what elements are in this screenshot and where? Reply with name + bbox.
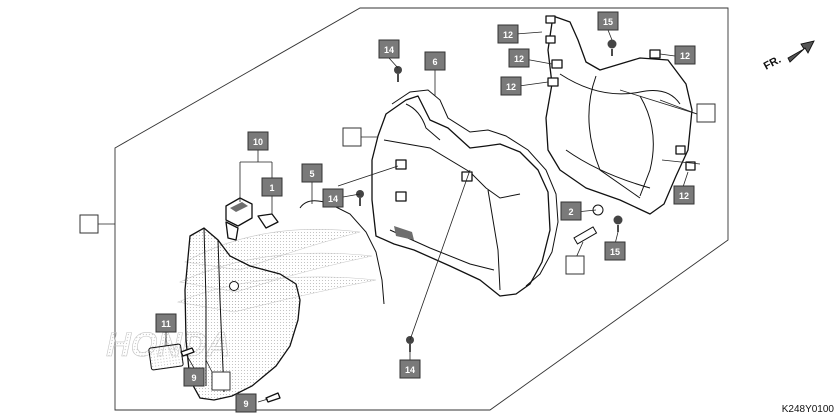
callout-empty-box: [342, 127, 362, 147]
svg-text:12: 12: [679, 191, 689, 201]
callout-6: 6: [424, 51, 446, 71]
svg-text:10: 10: [253, 137, 263, 147]
figure-code: K248Y0100: [782, 404, 835, 415]
screw-14-bottom: [406, 336, 414, 352]
svg-text:15: 15: [603, 17, 613, 27]
callout-14-top: 14: [378, 39, 400, 59]
svg-text:12: 12: [680, 51, 690, 61]
svg-text:12: 12: [503, 30, 513, 40]
screw-15-top: [607, 39, 617, 56]
svg-text:9: 9: [243, 399, 248, 409]
pin-9a: [180, 347, 195, 357]
svg-text:12: 12: [506, 82, 516, 92]
key-cylinder: [225, 197, 279, 241]
emblem: [148, 343, 184, 371]
callout-12-b: 12: [508, 48, 530, 68]
svg-text:14: 14: [405, 365, 415, 375]
box-seal-strip: [391, 89, 559, 287]
arrow-icon: [787, 40, 815, 63]
lid-seal-strip: [299, 200, 385, 305]
callout-9-b: 9: [235, 393, 257, 413]
callout-1: 1: [261, 177, 283, 197]
svg-text:14: 14: [328, 194, 338, 204]
callout-12-d: 12: [500, 76, 522, 96]
svg-text:9: 9: [191, 373, 196, 383]
callout-15-top: 15: [597, 11, 619, 31]
svg-text:15: 15: [610, 247, 620, 257]
direction-label: FR.: [762, 54, 783, 73]
callout-11: 11: [155, 313, 177, 333]
front-lid-panel: [184, 227, 301, 401]
pin-9b: [265, 392, 281, 403]
callout-2: 2: [560, 201, 582, 221]
inner-box-panel: [545, 15, 696, 215]
callout-14-bottom: 14: [399, 359, 421, 379]
front-direction-arrow: FR.: [762, 40, 815, 73]
svg-text:1: 1: [269, 183, 274, 193]
assembly-frame: [114, 7, 729, 411]
callout-empty-inner-panel: [696, 103, 716, 123]
callout-12-a: 12: [497, 24, 519, 44]
callout-12-c: 12: [674, 45, 696, 65]
callout-empty-lid: [211, 371, 231, 391]
callout-empty-main-left: [79, 214, 99, 234]
callout-empty-bolt: [565, 255, 585, 275]
lock-hole: [229, 281, 239, 291]
screw-14-mid: [356, 190, 364, 206]
svg-text:6: 6: [432, 57, 437, 67]
svg-text:11: 11: [161, 319, 171, 329]
svg-text:14: 14: [384, 45, 394, 55]
callout-12-e: 12: [673, 185, 695, 205]
screw-15-bottom: [613, 215, 623, 232]
svg-text:2: 2: [568, 207, 573, 217]
svg-text:12: 12: [514, 54, 524, 64]
callout-15-bottom: 15: [604, 241, 626, 261]
bolt-2: [573, 204, 604, 245]
callout-9-a: 9: [183, 367, 205, 387]
callout-5: 5: [301, 163, 323, 183]
callout-10: 10: [247, 131, 269, 151]
callout-14-mid: 14: [322, 188, 344, 208]
svg-text:5: 5: [309, 169, 314, 179]
screw-14-top: [394, 66, 402, 82]
